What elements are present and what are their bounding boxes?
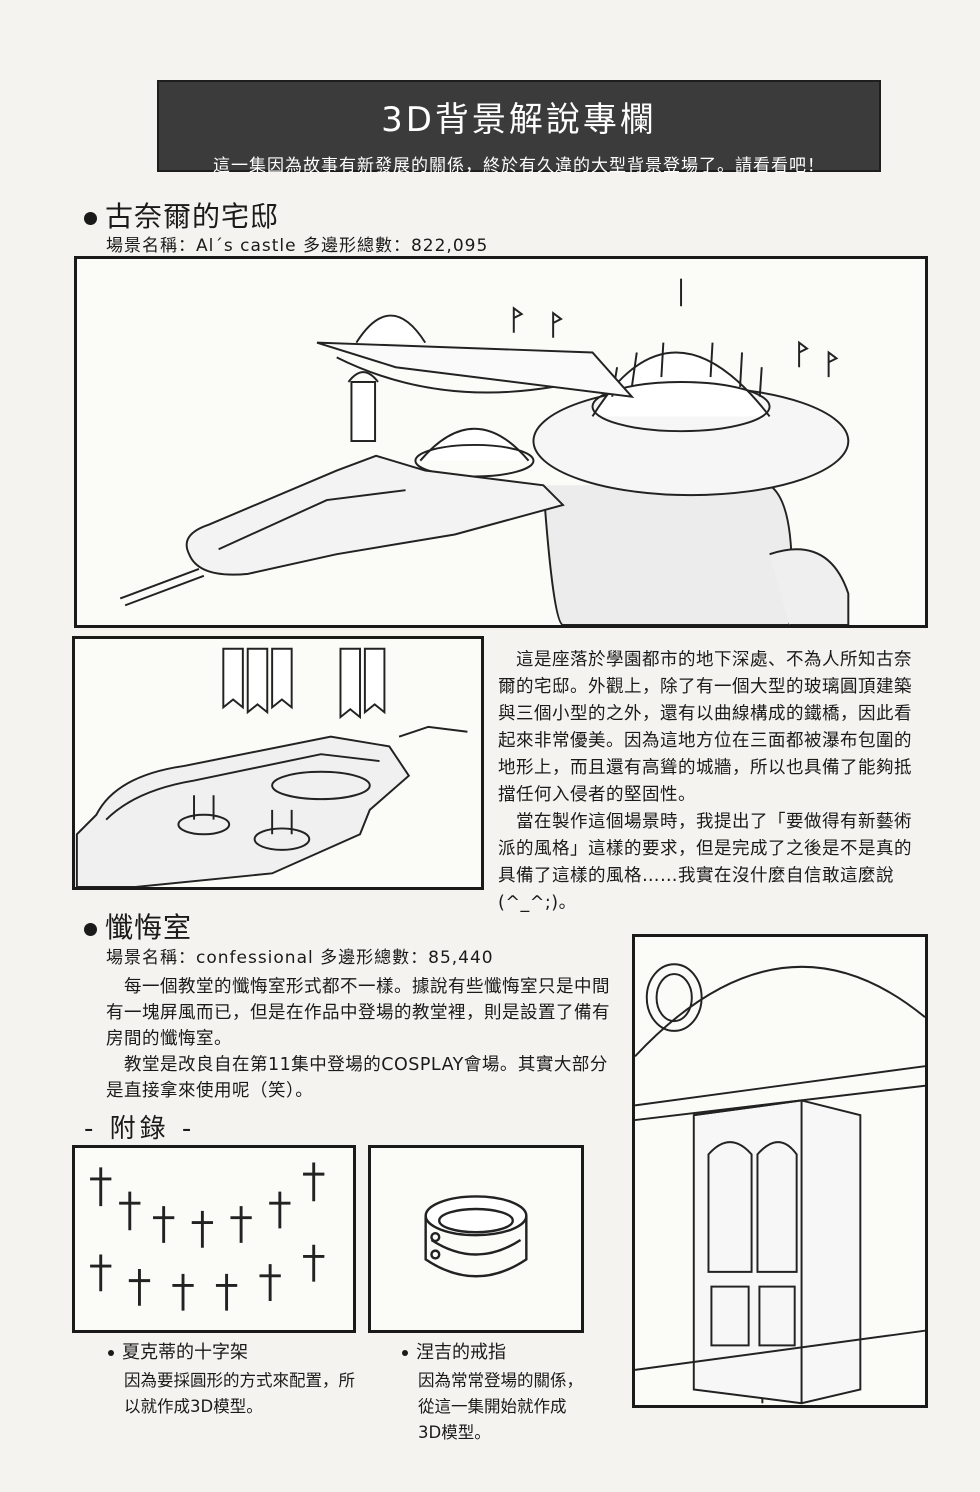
section1-heading: 古奈爾的宅邸 — [84, 195, 279, 235]
section2-title: 懺悔室 — [105, 911, 193, 944]
ring-illustration — [368, 1145, 584, 1333]
section2-heading: 懺悔室 — [84, 906, 192, 946]
bullet-icon — [84, 922, 97, 936]
castle-drawing — [119, 278, 850, 625]
ring-drawing — [424, 1195, 528, 1278]
cross-caption: 夏克蒂的十字架 因為要採圓形的方式來配置，所以就作成3D模型。 — [108, 1338, 358, 1420]
cross-drawing — [90, 1162, 325, 1311]
banner-subtitle: 這一集因為故事有新發展的關係，終於有久違的大型背景登場了。請看看吧！ — [213, 156, 825, 176]
section2-paragraph-1: 每一個教堂的懺悔室形式都不一樣。據說有些懺悔室只是中間有一塊屏風而已，但是在作品… — [106, 977, 610, 1049]
cross-illustration — [72, 1145, 356, 1333]
section1-text: 這是座落於學園都市的地下深處、不為人所知古奈爾的宅邸。外觀上，除了有一個大型的玻… — [498, 647, 928, 917]
section1-title: 古奈爾的宅邸 — [105, 200, 280, 233]
castle-illustration — [74, 256, 928, 628]
cross-caption-title: 夏克蒂的十字架 — [122, 1342, 248, 1363]
ring-caption: 涅吉的戒指 因為常常登場的關係，從這一集開始就作成3D模型。 — [402, 1338, 588, 1446]
castle-detail-illustration — [72, 636, 484, 890]
ring-caption-body: 因為常常登場的關係，從這一集開始就作成3D模型。 — [418, 1371, 583, 1442]
banner-title: 3D背景解說專欄 — [381, 100, 657, 140]
appendix-title: - 附錄 - — [84, 1114, 196, 1144]
section1-meta: 場景名稱：Al´s castle 多邊形總數：822,095 — [106, 236, 489, 256]
bullet-icon — [84, 211, 97, 225]
confessional-drawing — [635, 963, 925, 1405]
bullet-icon — [402, 1350, 408, 1356]
section2-text: 每一個教堂的懺悔室形式都不一樣。據說有些懺悔室只是中間有一塊屏風而已，但是在作品… — [106, 974, 622, 1104]
section1-paragraph-2: 當在製作這個場景時，我提出了「要做得有新藝術派的風格」這樣的要求，但是完成了之後… — [498, 812, 912, 913]
section2-paragraph-2: 教堂是改良自在第11集中登場的COSPLAY會場。其實大部分是直接拿來使用呢（笑… — [106, 1055, 608, 1101]
castle-detail-drawing — [75, 647, 468, 887]
cross-caption-body: 因為要採圓形的方式來配置，所以就作成3D模型。 — [124, 1371, 355, 1416]
ring-caption-title: 涅吉的戒指 — [416, 1342, 506, 1363]
section1-paragraph-1: 這是座落於學園都市的地下深處、不為人所知古奈爾的宅邸。外觀上，除了有一個大型的玻… — [498, 650, 912, 805]
column-banner: 3D背景解說專欄 這一集因為故事有新發展的關係，終於有久違的大型背景登場了。請看… — [157, 80, 881, 176]
bullet-icon — [108, 1350, 114, 1356]
section2-meta: 場景名稱：confessional 多邊形總數：85,440 — [106, 948, 494, 968]
confessional-illustration — [632, 934, 928, 1408]
